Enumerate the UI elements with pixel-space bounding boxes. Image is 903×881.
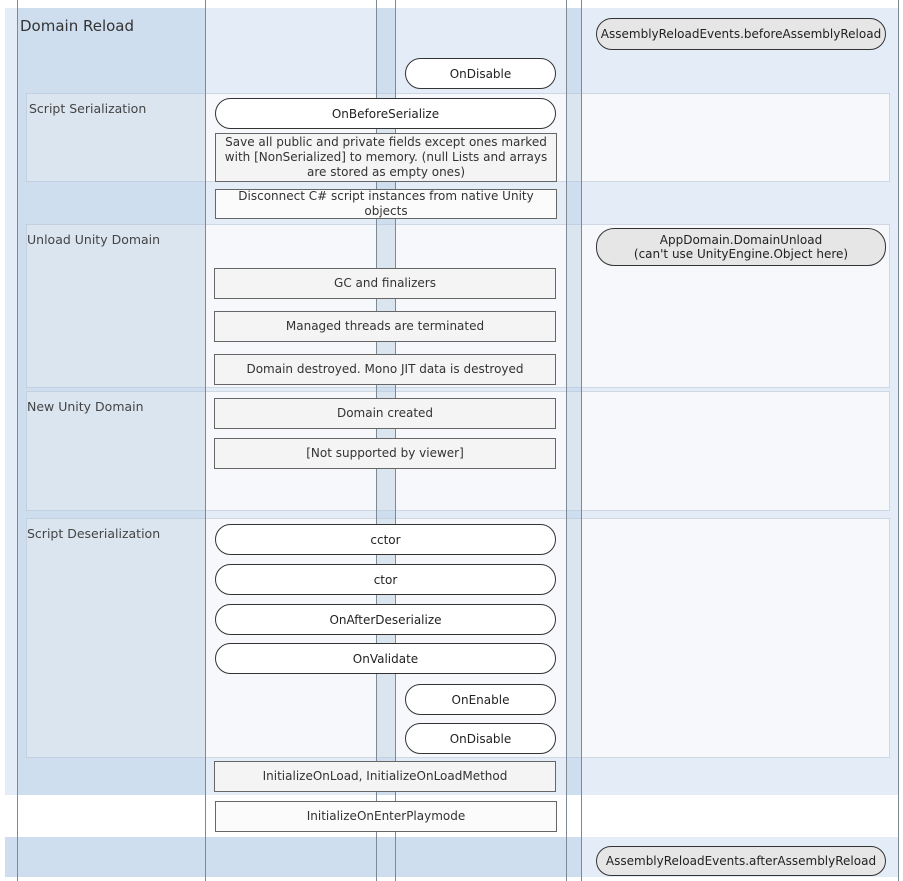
ctor-node: ctor (215, 564, 556, 595)
lifeline-1 (17, 0, 18, 881)
lifeline-5 (566, 0, 567, 881)
lifeline-6 (581, 0, 582, 881)
before-assembly-reload-node: AssemblyReloadEvents.beforeAssemblyReloa… (596, 18, 886, 50)
column-shade-left (17, 8, 205, 795)
domain-unload-line1: AppDomain.DomainUnload (659, 233, 823, 247)
cctor-node: cctor (215, 524, 556, 555)
script-deserialization-label: Script Deserialization (27, 526, 161, 541)
on-before-serialize-node: OnBeforeSerialize (215, 98, 556, 129)
domain-unload-node: AppDomain.DomainUnload (can't use UnityE… (596, 228, 886, 266)
column-shade-bottom (5, 837, 581, 877)
domain-destroyed-box: Domain destroyed. Mono JIT data is destr… (214, 354, 556, 385)
domain-reload-title: Domain Reload (20, 17, 135, 35)
script-serialization-label: Script Serialization (29, 101, 147, 116)
threads-terminated-box: Managed threads are terminated (214, 311, 556, 342)
lifeline-7 (898, 0, 899, 881)
not-supported-box: [Not supported by viewer] (214, 438, 556, 469)
lifeline-2 (205, 0, 206, 881)
save-fields-box: Save all public and private fields excep… (215, 133, 557, 182)
after-assembly-reload-node: AssemblyReloadEvents.afterAssemblyReload (596, 846, 886, 876)
column-shade-right (566, 8, 581, 795)
initialize-on-load-box: InitializeOnLoad, InitializeOnLoadMethod (214, 761, 556, 792)
on-disable-bottom-node: OnDisable (405, 723, 556, 754)
new-unity-domain-label: New Unity Domain (27, 399, 144, 414)
on-validate-node: OnValidate (215, 643, 556, 674)
unload-unity-domain-label: Unload Unity Domain (27, 232, 161, 247)
domain-unload-line2: (can't use UnityEngine.Object here) (633, 247, 849, 261)
on-enable-node: OnEnable (405, 684, 556, 715)
on-after-deserialize-node: OnAfterDeserialize (215, 604, 556, 635)
initialize-on-enter-playmode-box: InitializeOnEnterPlaymode (215, 801, 557, 832)
gc-finalizers-box: GC and finalizers (214, 268, 556, 299)
script-deserialization-group (26, 518, 890, 758)
on-disable-top-node: OnDisable (405, 58, 556, 89)
disconnect-box: Disconnect C# script instances from nati… (215, 189, 557, 219)
domain-created-box: Domain created (214, 398, 556, 429)
